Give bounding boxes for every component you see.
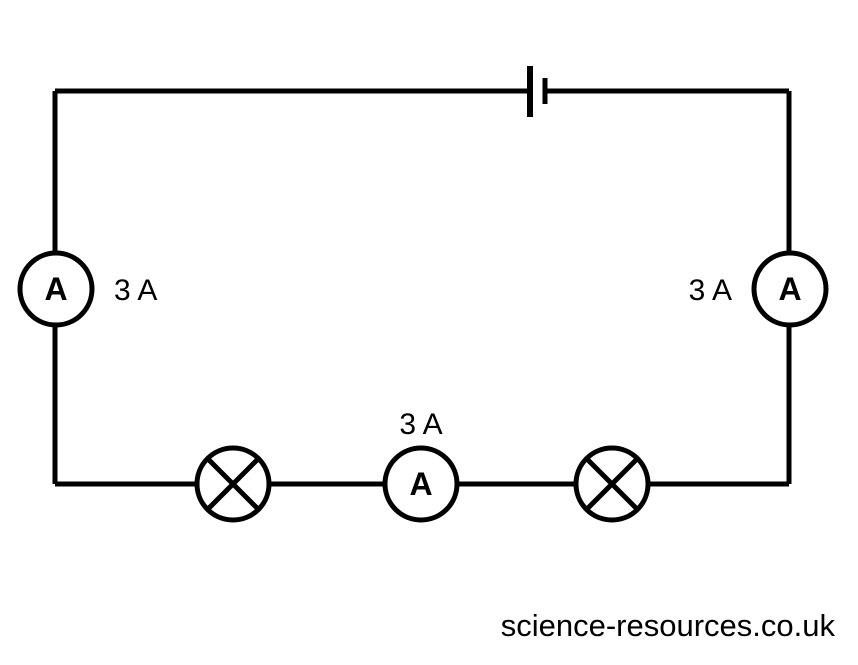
ammeter-reading-left: 3 A: [114, 274, 157, 307]
ammeter-bottom: A: [382, 445, 460, 523]
ammeter-icon: [382, 445, 460, 523]
ammeter-right: A: [751, 250, 829, 328]
ammeter-symbol: A: [44, 271, 67, 307]
ammeter-icon: [751, 250, 829, 328]
ammeter-symbol: A: [409, 466, 432, 502]
ammeter-icon: [17, 250, 95, 328]
lamp-cross-line: [584, 456, 640, 512]
lamp-icon: [573, 445, 651, 523]
ammeter-reading-right: 3 A: [689, 274, 732, 307]
ammeter-left: A: [17, 250, 95, 328]
watermark-text: science-resources.co.uk: [501, 608, 836, 643]
lamp-cross-line: [205, 456, 261, 512]
lamp-icon: [194, 445, 272, 523]
cell-icon: [527, 66, 548, 117]
ammeter-symbol: A: [778, 271, 801, 307]
ammeter-reading-bottom: 3 A: [399, 408, 442, 441]
